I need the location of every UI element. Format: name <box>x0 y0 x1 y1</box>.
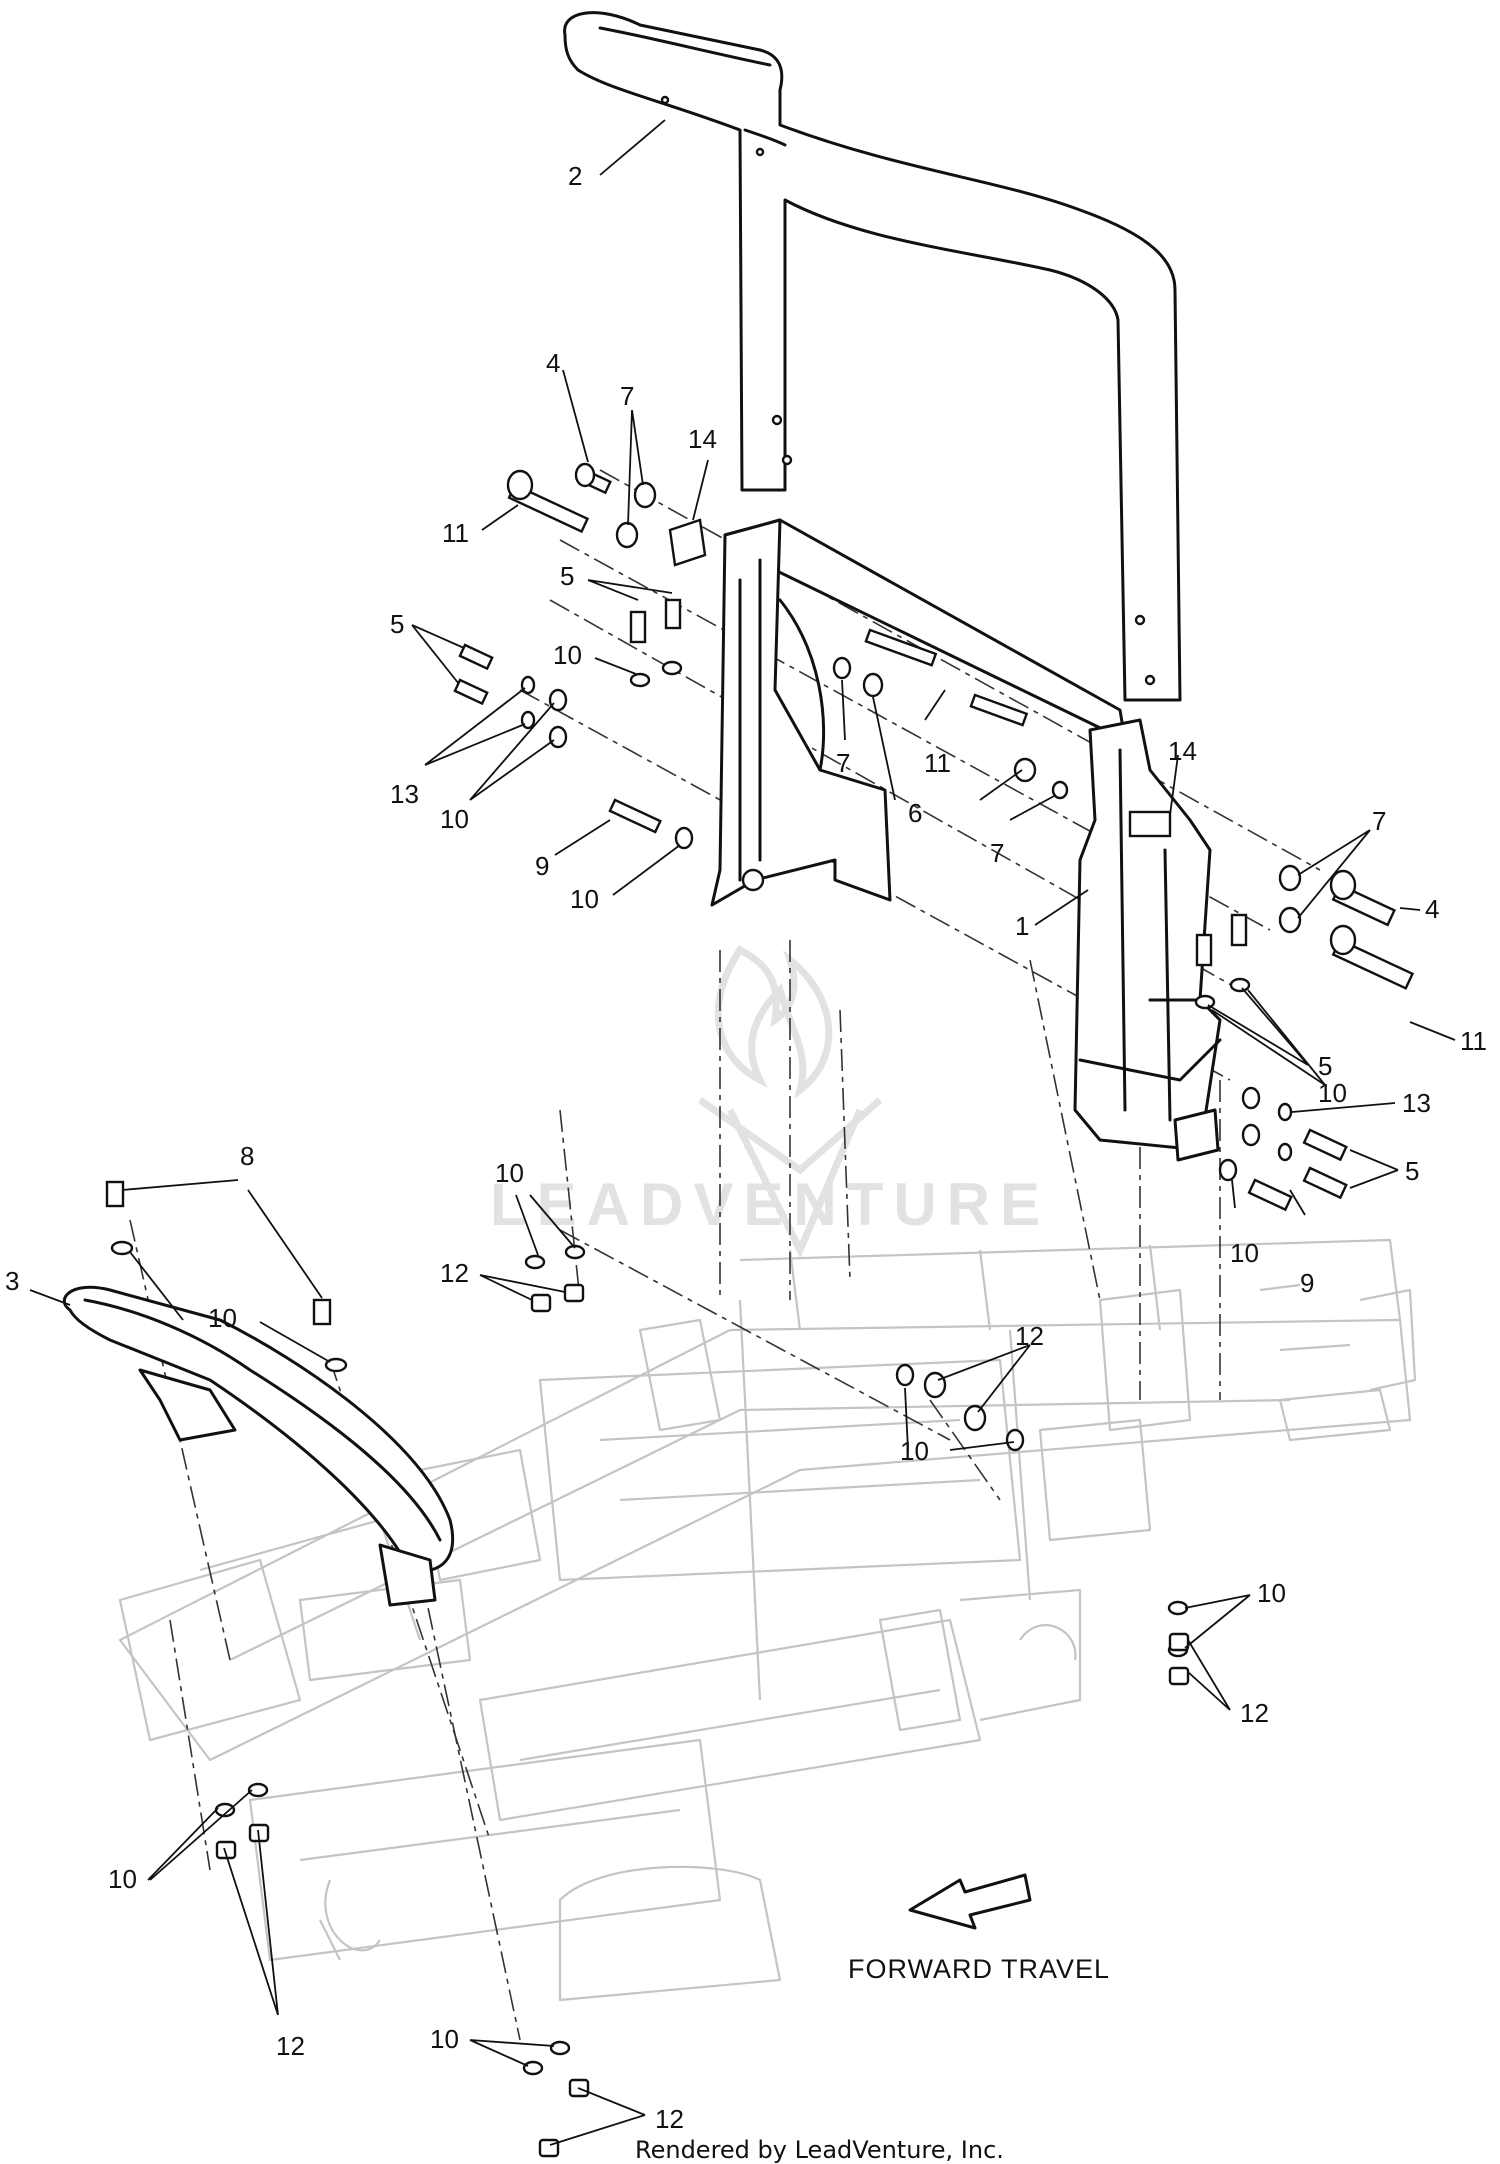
forward-travel-label: FORWARD TRAVEL <box>848 1954 1110 1984</box>
callout-4: 4 <box>1425 894 1439 924</box>
callout-10: 10 <box>553 640 582 670</box>
callout-10: 10 <box>570 884 599 914</box>
callout-10: 10 <box>900 1436 929 1466</box>
callout-11: 11 <box>1460 1026 1487 1056</box>
callout-7: 7 <box>620 381 634 411</box>
callout-5: 5 <box>560 561 574 591</box>
rops-hoop <box>563 11 1182 702</box>
callout-12: 12 <box>655 2104 684 2134</box>
callout-4: 4 <box>546 348 560 378</box>
callout-5: 5 <box>390 609 404 639</box>
callout-12: 12 <box>276 2031 305 2061</box>
forward-travel-arrow-icon <box>908 1873 1032 1930</box>
callout-10: 10 <box>108 1864 137 1894</box>
callout-12: 12 <box>1015 1321 1044 1351</box>
callout-6: 6 <box>908 798 922 828</box>
callouts: 2 4 7 14 11 5 10 5 13 10 7 11 6 7 9 10 1… <box>5 161 1487 2134</box>
callout-10: 10 <box>208 1303 237 1333</box>
callout-12: 12 <box>1240 1698 1269 1728</box>
render-credit: Rendered by LeadVenture, Inc. <box>635 2136 1004 2164</box>
callout-5: 5 <box>1318 1051 1332 1081</box>
callout-9: 9 <box>535 851 549 881</box>
callout-3: 3 <box>5 1266 19 1296</box>
watermark: LEADVENTURE <box>490 945 1050 1259</box>
mower-chassis <box>118 1238 1417 2002</box>
callout-11: 11 <box>442 518 469 548</box>
callout-9: 9 <box>1300 1268 1314 1298</box>
watermark-text: LEADVENTURE <box>490 1171 1050 1238</box>
callout-7: 7 <box>1372 806 1386 836</box>
leader-lines <box>29 119 1456 2146</box>
callout-13: 13 <box>1402 1088 1431 1118</box>
callout-10: 10 <box>430 2024 459 2054</box>
callout-10: 10 <box>1230 1238 1259 1268</box>
callout-13: 13 <box>390 779 419 809</box>
callout-10: 10 <box>440 804 469 834</box>
hardware <box>105 462 1415 2158</box>
callout-7: 7 <box>990 838 1004 868</box>
callout-10: 10 <box>1318 1078 1347 1108</box>
callout-8: 8 <box>240 1141 254 1171</box>
callout-10: 10 <box>1257 1578 1286 1608</box>
callout-7: 7 <box>836 748 850 778</box>
callout-10: 10 <box>495 1158 524 1188</box>
callout-2: 2 <box>568 161 582 191</box>
callout-12: 12 <box>440 1258 469 1288</box>
callout-11: 11 <box>924 748 951 778</box>
rops-frame <box>710 518 1222 1162</box>
callout-1: 1 <box>1015 911 1029 941</box>
callout-5: 5 <box>1405 1156 1419 1186</box>
callout-14: 14 <box>1168 736 1197 766</box>
front-bumper-bar <box>62 1285 455 1607</box>
callout-14: 14 <box>688 424 717 454</box>
